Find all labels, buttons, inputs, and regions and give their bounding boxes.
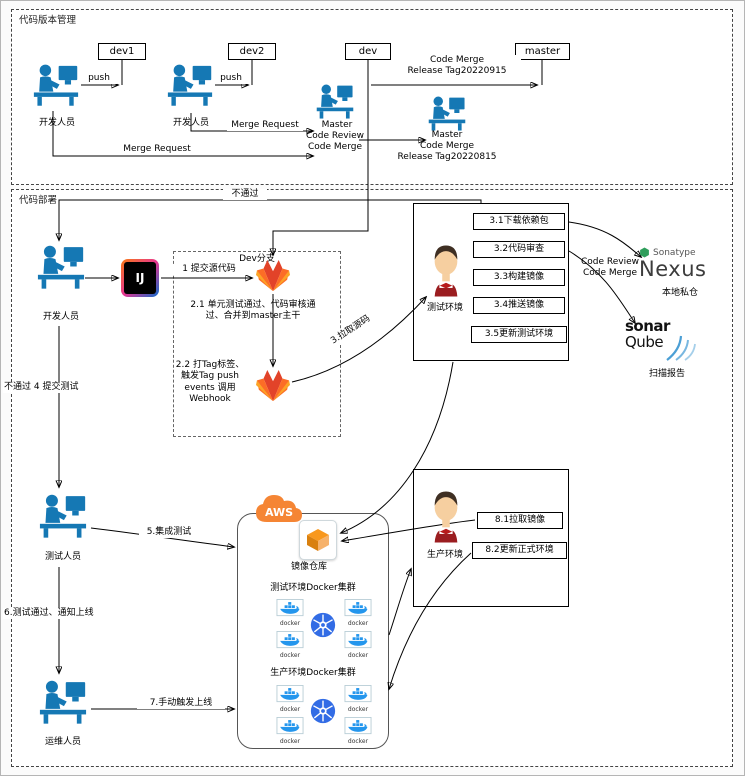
aws-cloud-icon: AWS — [256, 495, 302, 522]
test-env-label: 测试环境 — [426, 303, 463, 313]
developer1-label: 开发人员 — [38, 118, 75, 128]
gitlab-icon-2 — [255, 369, 291, 403]
branch-box-dev1: dev1 — [98, 43, 146, 60]
kubernetes-icon-prod — [310, 698, 336, 724]
kubernetes-icon-test — [310, 612, 336, 638]
docker-icon — [276, 631, 304, 649]
nexus-label: 本地私仓 — [661, 288, 698, 298]
step-pull-image: 8.1拉取镜像 — [477, 512, 563, 529]
merge-request2-label: Merge Request — [119, 144, 195, 156]
docker-icon — [276, 717, 304, 735]
docker-node: docker — [275, 599, 305, 627]
step1-label: 1 提交源代码 — [173, 264, 245, 276]
merge-tag-915-label: Code Merge Release Tag20220915 — [393, 55, 521, 78]
docker-node: docker — [343, 599, 373, 627]
docker-icon — [344, 599, 372, 617]
intellij-idea-logo: IJ — [121, 259, 159, 297]
docker-node: docker — [275, 717, 305, 745]
sonar-text-2: Qube — [625, 333, 664, 351]
step-build-image: 3.3构建镜像 — [473, 269, 565, 286]
master2-icon — [428, 95, 466, 131]
prod-env-label: 生产环境 — [426, 550, 463, 560]
branch-box-master: master — [515, 43, 570, 60]
docker-icon — [276, 599, 304, 617]
aws-text: AWS — [265, 506, 293, 519]
sonarqube-waves-icon — [666, 335, 696, 361]
ecr-icon — [299, 520, 337, 560]
step-update-test-env: 3.5更新测试环境 — [471, 326, 567, 343]
docker-icon — [344, 631, 372, 649]
docker-node: docker — [343, 631, 373, 659]
gitlab-icon-1 — [255, 259, 291, 293]
step7-label: 7.手动触发上线 — [137, 698, 225, 710]
docker-caption: docker — [279, 652, 301, 659]
docker-icon — [276, 685, 304, 703]
docker-node: docker — [275, 631, 305, 659]
sonar-text-1: sonar — [625, 317, 670, 335]
master1-note: Code Review Code Merge — [305, 131, 364, 153]
fail-back-label: 不通过 — [223, 189, 267, 201]
version-section-title: 代码版本管理 — [19, 15, 77, 26]
step5-label: 5.集成测试 — [139, 527, 199, 539]
docker-caption: docker — [279, 738, 301, 745]
master1-label: Master — [321, 120, 353, 130]
master2-label: Master — [431, 130, 463, 140]
jenkins-test-icon — [429, 237, 463, 303]
branch-box-dev2: dev2 — [228, 43, 276, 60]
docker-caption: docker — [347, 620, 369, 627]
step2-1-label: 2.1 单元测试通过、代码审核通过、合并到master主干 — [190, 300, 316, 322]
nexus-product-text: Nexus — [639, 257, 707, 281]
step-download-deps: 3.1下载依赖包 — [473, 213, 565, 230]
push2-label: push — [213, 73, 249, 85]
docker-node: docker — [275, 685, 305, 713]
registry-label: 镜像仓库 — [290, 562, 327, 572]
docker-icon — [344, 717, 372, 735]
test-cluster-title: 测试环境Docker集群 — [270, 583, 356, 593]
developer-icon — [37, 244, 85, 289]
sonar-label: 扫描报告 — [648, 369, 685, 379]
master2-note: Code Merge Release Tag20220815 — [397, 141, 497, 163]
step-push-image: 3.4推送镜像 — [473, 297, 565, 314]
deploy-section-title: 代码部署 — [19, 195, 58, 206]
docker-caption: docker — [347, 706, 369, 713]
developer1-icon — [33, 63, 79, 106]
master1-icon — [316, 83, 354, 119]
docker-icon — [344, 685, 372, 703]
step2-2-label: 2.2 打Tag标签、触发Tag push events 调用 Webhook — [175, 360, 245, 404]
code-review-merge-label: Code Review Code Merge — [580, 257, 639, 279]
jenkins-prod-icon — [429, 485, 463, 547]
intellij-idea-text: IJ — [124, 262, 156, 294]
nexus-brand-text: Sonatype — [653, 247, 696, 258]
tester-label: 测试人员 — [44, 552, 81, 562]
developer2-icon — [167, 63, 213, 106]
nexus-logo: Sonatype Nexus — [639, 247, 739, 282]
version-management-section — [11, 9, 733, 185]
dev-branch-title: Dev分支 — [239, 254, 275, 264]
prod-cluster-title: 生产环境Docker集群 — [270, 668, 356, 678]
push1-label: push — [81, 73, 117, 85]
branch-box-dev: dev — [345, 43, 391, 60]
docker-caption: docker — [347, 652, 369, 659]
docker-caption: docker — [279, 620, 301, 627]
step-update-prod-env: 8.2更新正式环境 — [472, 542, 567, 559]
developer2-label: 开发人员 — [172, 118, 209, 128]
docker-node: docker — [343, 685, 373, 713]
docker-caption: docker — [347, 738, 369, 745]
docker-caption: docker — [279, 706, 301, 713]
sonarqube-logo: sonar Qube — [625, 319, 701, 362]
step-code-review: 3.2代码审查 — [473, 241, 565, 258]
docker-node: docker — [343, 717, 373, 745]
merge-request1-label: Merge Request — [227, 120, 303, 132]
tester-icon — [39, 493, 87, 538]
ecr-cube-icon — [307, 529, 329, 551]
fail-step4-label: 不通过 4 提交测试 — [3, 382, 80, 394]
developer-label: 开发人员 — [42, 312, 79, 322]
ops-icon — [39, 679, 87, 724]
step6-label: 6.测试通过、通知上线 — [3, 608, 95, 620]
ops-label: 运维人员 — [44, 737, 81, 747]
